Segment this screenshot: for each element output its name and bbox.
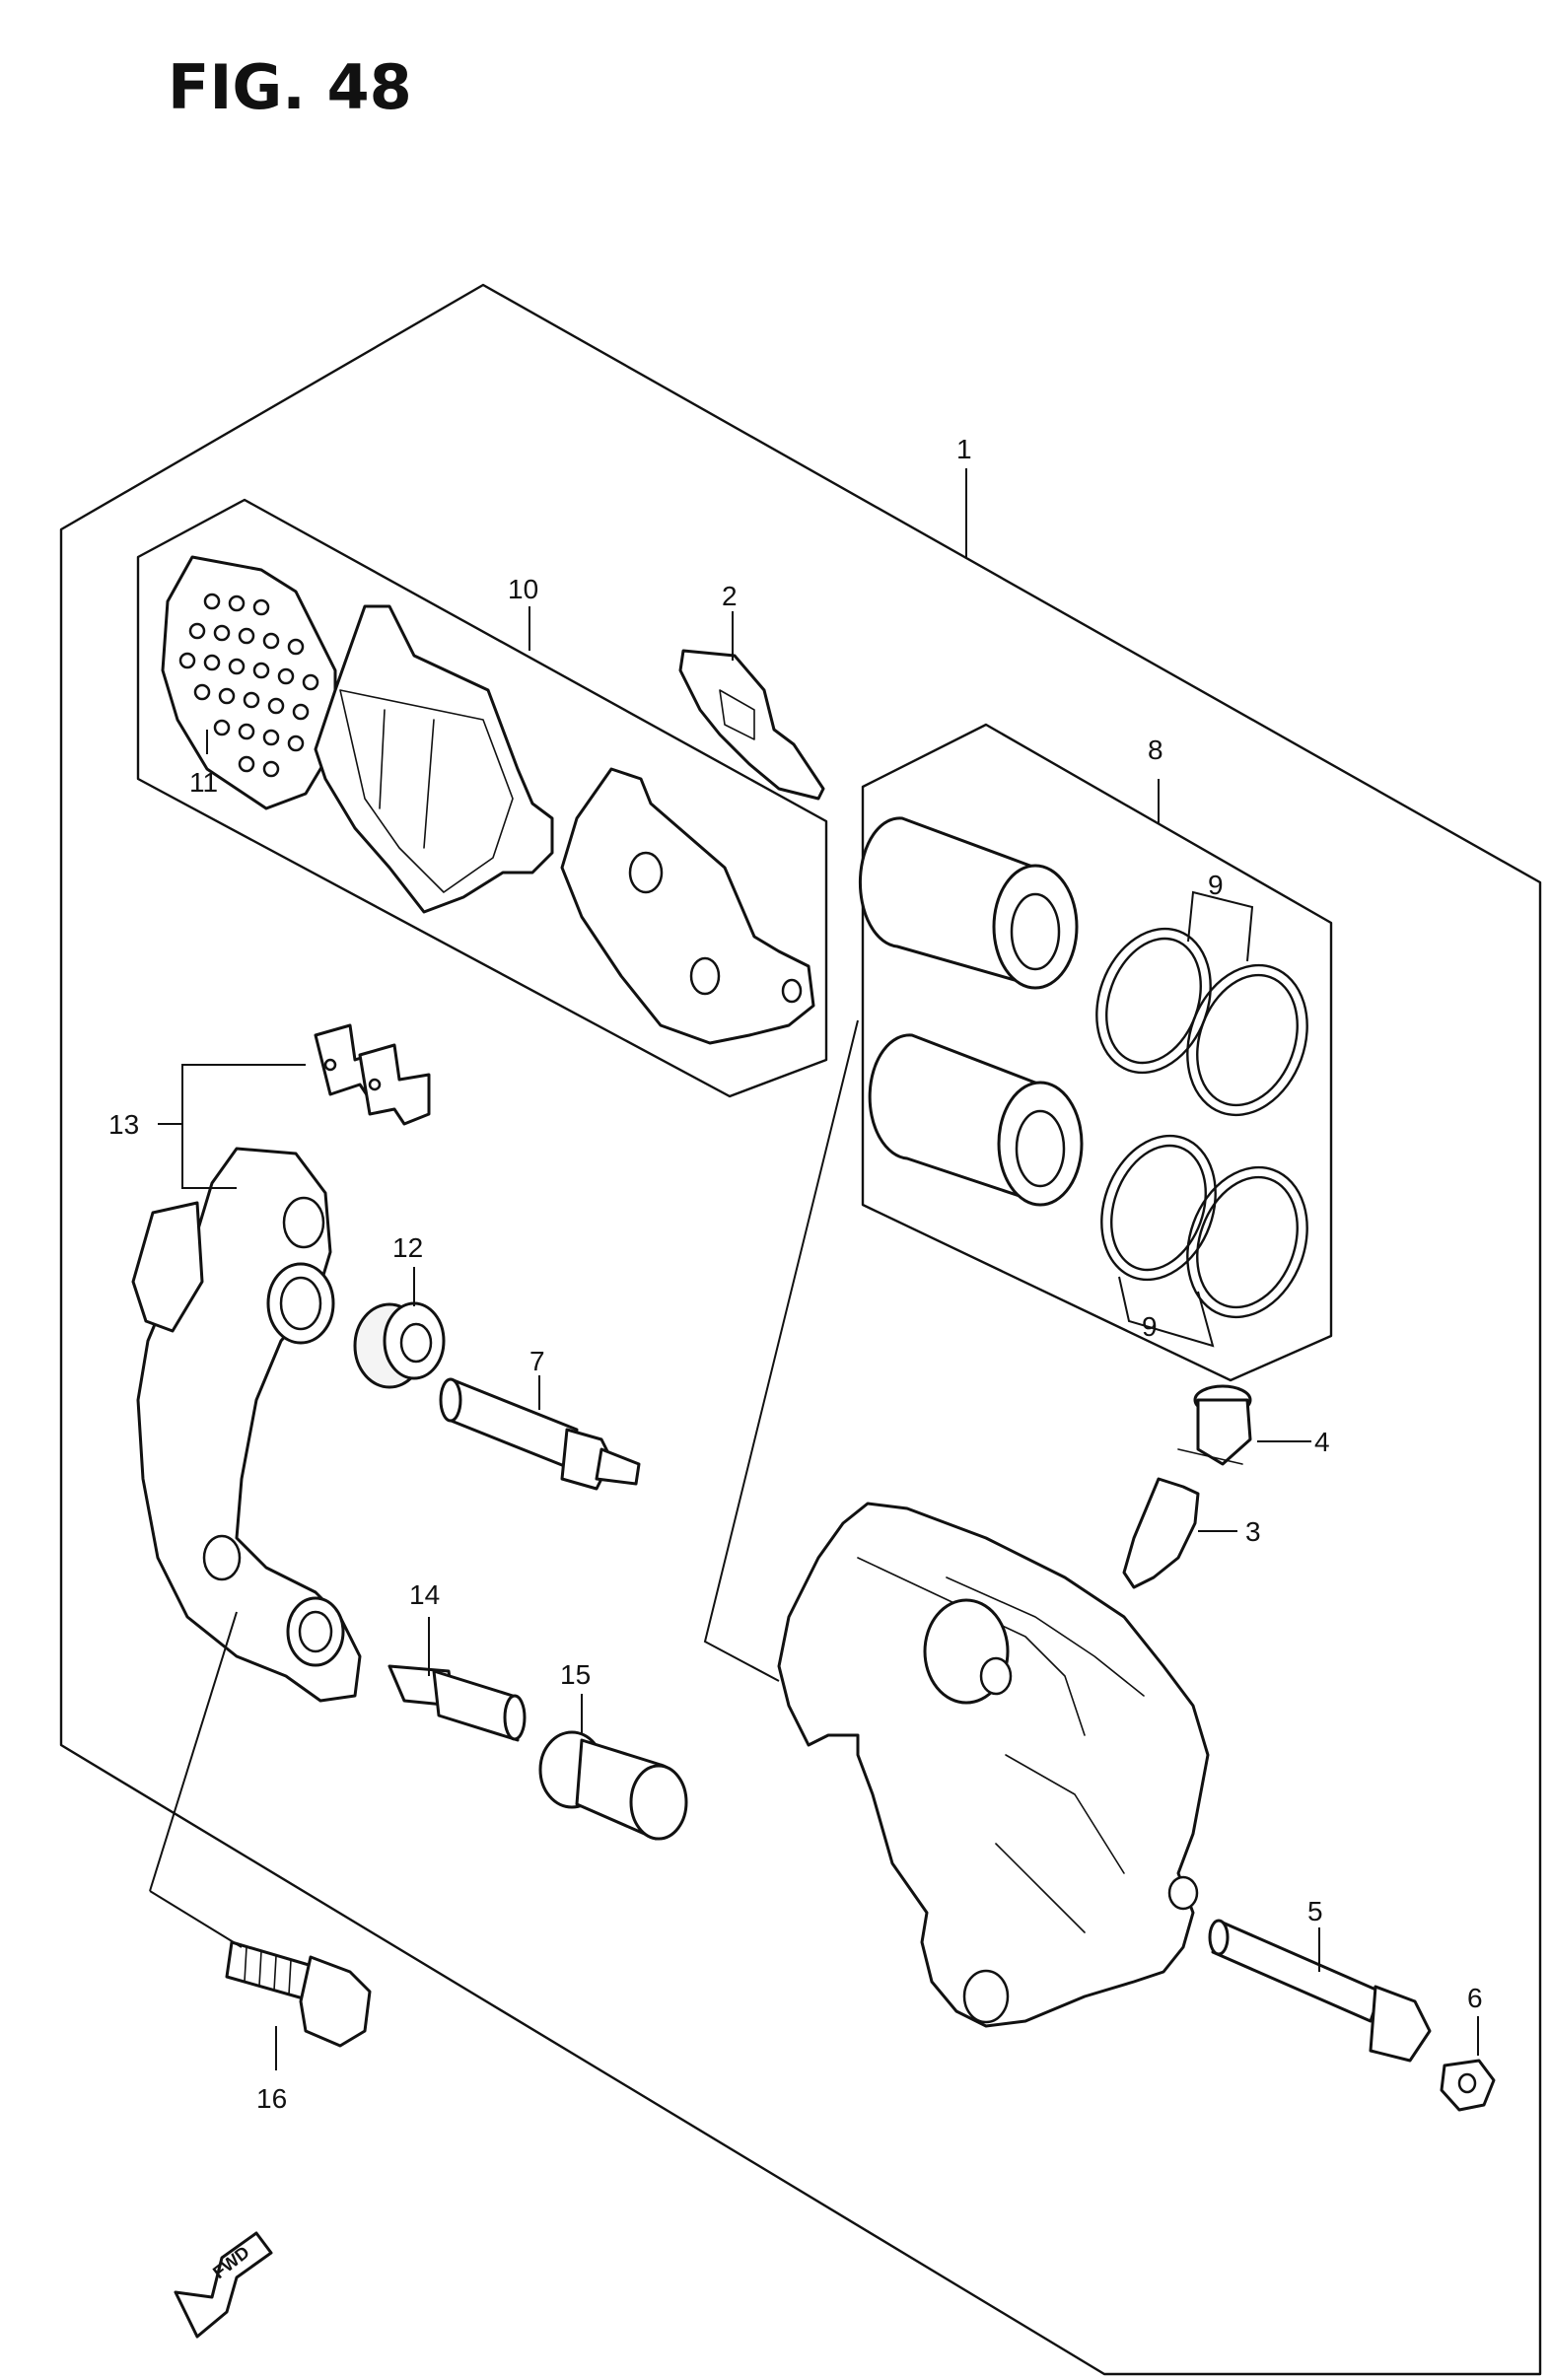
callout-9-upper: 9 <box>1208 870 1224 900</box>
figure-title: FIG. 48 <box>168 51 412 123</box>
callout-8: 8 <box>1148 735 1163 765</box>
callout-14: 14 <box>409 1579 440 1610</box>
brake-pad-inner <box>560 767 815 1045</box>
pad-spring <box>678 649 825 801</box>
callout-10: 10 <box>508 574 538 604</box>
callout-6: 6 <box>1467 1983 1483 2013</box>
callout-9-lower: 9 <box>1142 1311 1158 1342</box>
caliper-mounting-bolt <box>538 1730 688 1841</box>
assembly-frame <box>59 283 1542 2376</box>
pad-set-frame <box>136 498 828 1098</box>
caliper-body <box>777 1502 1210 2028</box>
callout-7: 7 <box>529 1346 545 1376</box>
callout-12: 12 <box>392 1232 423 1263</box>
slide-pin-lower <box>388 1664 527 1742</box>
pad-shim <box>161 555 337 810</box>
callout-16: 16 <box>256 2083 287 2114</box>
caliper-bracket <box>131 1147 362 1703</box>
callout-4: 4 <box>1314 1427 1330 1457</box>
front-direction-arrow-icon: FWD <box>174 2231 273 2339</box>
leader-lines <box>149 468 1479 2070</box>
bracket-bolt <box>225 1940 372 2048</box>
callout-13: 13 <box>108 1109 139 1140</box>
bleeder-cap <box>1177 1384 1252 1466</box>
pin-plug <box>1440 2059 1496 2112</box>
callout-2: 2 <box>722 581 738 611</box>
piston-lower <box>868 1033 1084 1207</box>
callout-15: 15 <box>560 1659 591 1690</box>
piston-set-frame <box>861 723 1333 1382</box>
brake-pad-outer <box>314 604 554 914</box>
callout-1: 1 <box>956 434 972 464</box>
callout-11: 11 <box>189 767 218 798</box>
bleeder-valve <box>1122 1477 1200 1589</box>
caliper-pin <box>1208 1919 1432 2063</box>
piston-seals <box>1095 927 1308 1319</box>
slide-pin-upper <box>439 1377 641 1491</box>
callout-3: 3 <box>1245 1516 1261 1547</box>
pad-retainer-clips <box>314 1023 431 1126</box>
slide-pin-boot <box>353 1301 446 1389</box>
callout-numbers: 1 2 3 4 5 6 7 8 9 9 10 11 12 13 14 15 16 <box>108 434 1483 2114</box>
callout-5: 5 <box>1307 1896 1323 1926</box>
piston-upper <box>858 816 1079 990</box>
